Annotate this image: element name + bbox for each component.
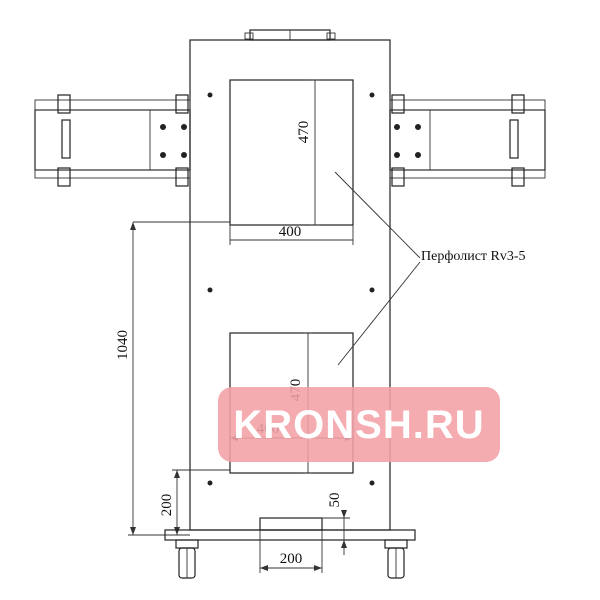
foot-width-dims <box>259 530 323 573</box>
watermark-text: KRONSH.RU <box>233 403 484 447</box>
base-height-dim: 200 <box>159 494 175 517</box>
top-mount-bracket <box>244 29 336 41</box>
total-height-dims <box>128 221 230 536</box>
total-height-dim: 1040 <box>115 330 131 360</box>
column-holes <box>207 92 375 486</box>
foot-gap-dim: 50 <box>327 493 343 508</box>
watermark: KRONSH.RU <box>218 387 500 462</box>
foot-gap-dims <box>322 510 350 555</box>
left-caster <box>175 539 199 579</box>
top-width-dim: 400 <box>279 224 302 240</box>
left-arm <box>34 94 191 187</box>
perforated-sheet-label: Перфолист Rv3-5 <box>421 249 526 264</box>
right-caster <box>384 539 408 579</box>
right-arm <box>389 94 546 187</box>
base-plate <box>164 517 416 541</box>
top-height-dim: 470 <box>296 121 312 144</box>
callout-leaders <box>334 171 421 366</box>
top-panel <box>229 79 354 226</box>
foot-width-dim: 200 <box>280 551 303 567</box>
top-panel-dims <box>229 79 354 245</box>
base-height-dims <box>172 469 230 535</box>
